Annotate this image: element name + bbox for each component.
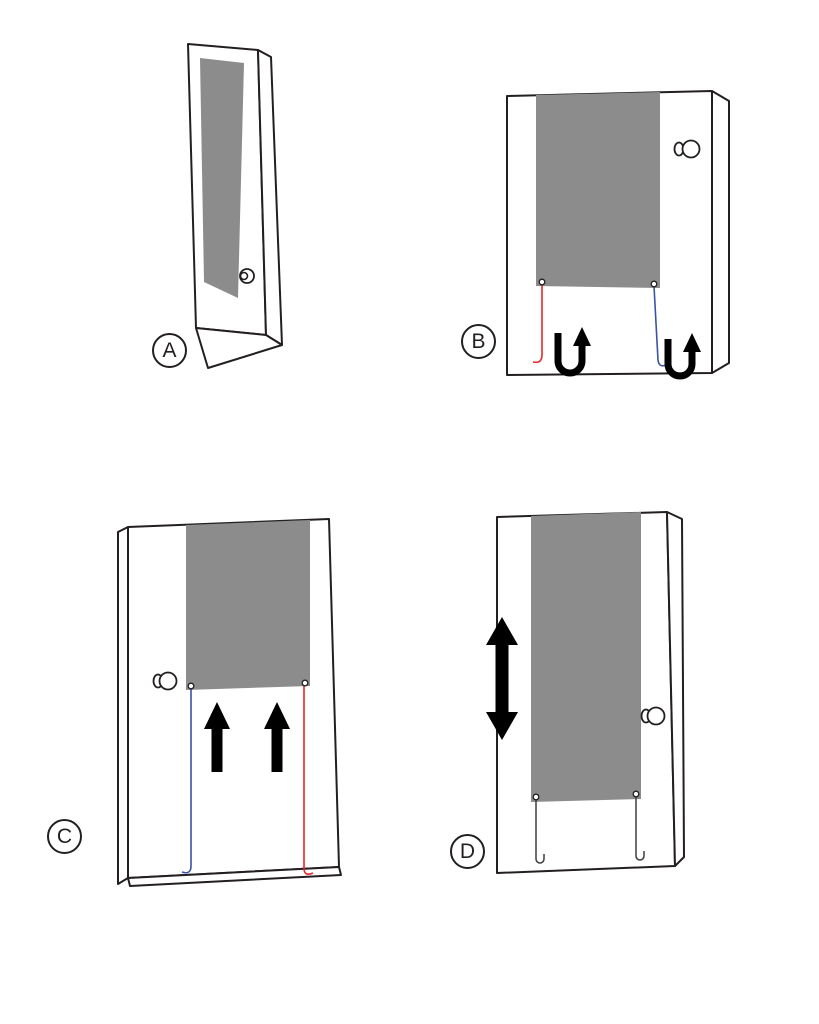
grommet-left	[538, 278, 546, 286]
gray-panel	[531, 512, 641, 802]
blue-wire	[181, 688, 192, 874]
gray-panel	[200, 58, 244, 298]
red-wire	[303, 686, 314, 875]
door-side-edge	[117, 526, 129, 885]
fold-under-arrow-right-icon	[664, 339, 696, 380]
panel-c-label: C	[47, 819, 82, 854]
door-knob-icon	[681, 139, 701, 159]
door-side-edge	[666, 511, 685, 867]
panel-d-label: D	[450, 834, 485, 869]
door-knob-inner-icon	[239, 271, 249, 281]
fold-under-arrowhead-right-icon	[683, 333, 701, 352]
panel-c-illustration	[117, 518, 342, 887]
door-side-edge	[711, 90, 730, 374]
up-arrow-right-icon	[264, 702, 290, 772]
gray-panel	[186, 520, 310, 690]
grommet-left	[187, 682, 195, 690]
panel-a-label: A	[152, 333, 187, 368]
door-bottom-edge	[195, 327, 283, 369]
up-arrow-left-icon	[204, 702, 230, 772]
door-knob-icon	[646, 706, 666, 726]
gray-panel	[536, 92, 660, 288]
door-knob-icon	[158, 671, 178, 691]
panel-d-illustration	[486, 511, 685, 874]
fold-under-arrowhead-left-icon	[573, 327, 591, 346]
grommet-right	[632, 790, 640, 798]
panel-b-label: B	[461, 324, 496, 359]
grommet-right	[650, 280, 658, 288]
right-wire	[635, 796, 645, 861]
grommet-right	[301, 679, 309, 687]
door-bottom-edge	[127, 866, 342, 887]
panel-b-illustration	[506, 90, 730, 380]
grommet-left	[532, 793, 540, 801]
red-wire	[532, 284, 543, 364]
panel-a-illustration	[187, 43, 283, 369]
fold-under-arrow-left-icon	[554, 333, 586, 377]
left-wire	[535, 799, 545, 864]
up-down-arrow-icon	[486, 617, 518, 740]
